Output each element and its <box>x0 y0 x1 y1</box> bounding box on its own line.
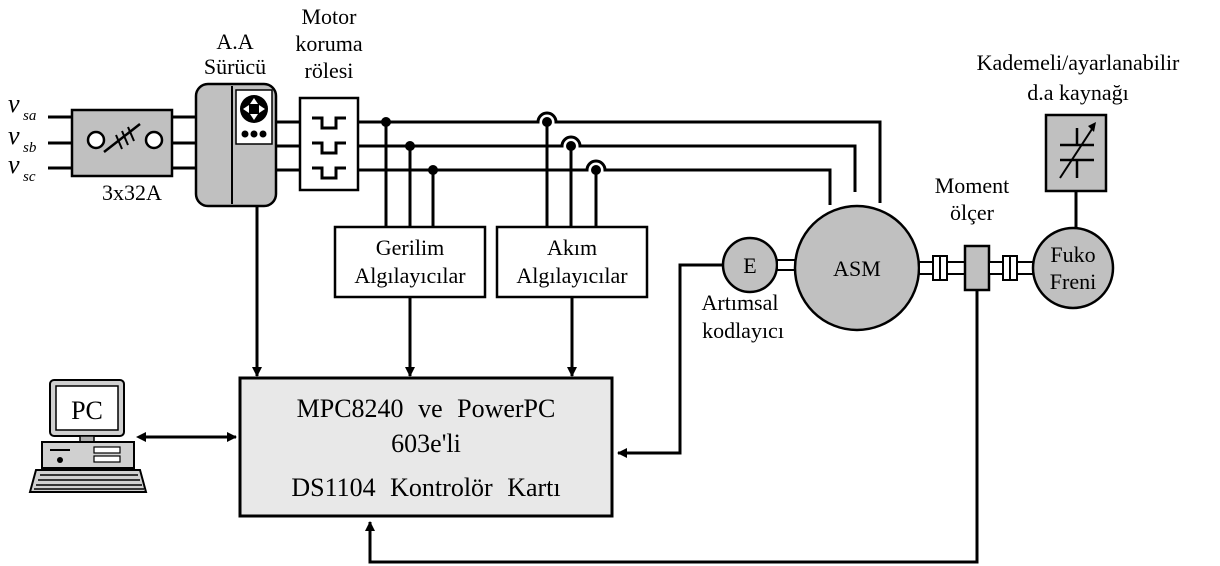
relay-label-line1: Motor <box>302 4 358 29</box>
ac-drive <box>194 82 278 208</box>
signal-arrows-down <box>252 206 577 377</box>
relay-label-line3: rölesi <box>305 58 354 83</box>
encoder-symbol: E <box>743 253 756 278</box>
breaker-drive-wires <box>172 115 196 170</box>
torque-signal-line <box>365 290 979 564</box>
drive-relay-wires <box>276 120 300 172</box>
motor-label: ASM <box>833 256 881 281</box>
controller-label-line1: MPC8240 ve PowerPC <box>297 394 556 423</box>
dc-source <box>1044 113 1108 193</box>
encoder-label-line1: Artımsal <box>702 290 779 315</box>
svg-text:sb: sb <box>23 140 37 156</box>
motor-protection-relay <box>298 96 360 192</box>
pc-label: PC <box>71 396 103 425</box>
svg-text:sc: sc <box>23 169 36 185</box>
pc-computer-icon <box>28 379 148 493</box>
current-sensor-taps <box>542 117 601 227</box>
eddy-current-brake: Fuko Freni <box>1031 226 1115 310</box>
incremental-encoder: E <box>721 236 779 294</box>
svg-text:v: v <box>8 150 20 179</box>
drive-label-line2: Sürücü <box>204 54 266 79</box>
input-label-vsc: v sc <box>8 150 36 185</box>
brake-label-line2: Freni <box>1050 269 1096 294</box>
input-wires <box>48 115 72 170</box>
phase-lines <box>358 111 882 205</box>
voltage-sensors-label-line1: Gerilim <box>376 235 444 260</box>
dc-source-label-line1: Kademeli/ayarlanabilir <box>977 50 1180 75</box>
drive-label-line1: A.A <box>216 29 253 54</box>
current-sensors-box: Akım Algılayıcılar <box>495 225 649 299</box>
torque-meter-label-line2: ölçer <box>950 200 995 225</box>
motor-shaft-coupling <box>918 255 966 281</box>
svg-text:sa: sa <box>23 108 36 124</box>
dc-source-label-line2: d.a kaynağı <box>1027 80 1128 105</box>
breaker-rating: 3x32A <box>102 180 162 205</box>
voltage-sensors-box: Gerilim Algılayıcılar <box>333 225 487 299</box>
input-label-vsa: v sa <box>8 89 36 124</box>
input-label-vsb: v sb <box>8 121 37 156</box>
controller-label-line2: 603e'li <box>391 429 461 458</box>
asm-motor: ASM <box>793 204 921 332</box>
brake-label-line1: Fuko <box>1050 242 1095 267</box>
pc-controller-link <box>136 432 237 442</box>
voltage-sensors-label-line2: Algılayıcılar <box>354 263 466 288</box>
controller-label-line3: DS1104 Kontrolör Kartı <box>291 473 560 502</box>
voltage-sensor-taps <box>381 117 438 227</box>
brake-shaft-coupling <box>988 255 1034 281</box>
encoder-signal-line <box>617 263 724 458</box>
torque-meter-label-line1: Moment <box>935 173 1010 198</box>
circuit-breaker <box>70 108 174 178</box>
svg-text:v: v <box>8 89 20 118</box>
relay-label-line2: koruma <box>295 31 362 56</box>
torque-meter <box>963 244 991 292</box>
current-sensors-label-line2: Algılayıcılar <box>516 263 628 288</box>
encoder-label-line2: kodlayıcı <box>702 318 784 343</box>
current-sensors-label-line1: Akım <box>547 235 597 260</box>
svg-text:v: v <box>8 121 20 150</box>
controller-card: MPC8240 ve PowerPC 603e'li DS1104 Kontro… <box>238 376 614 518</box>
